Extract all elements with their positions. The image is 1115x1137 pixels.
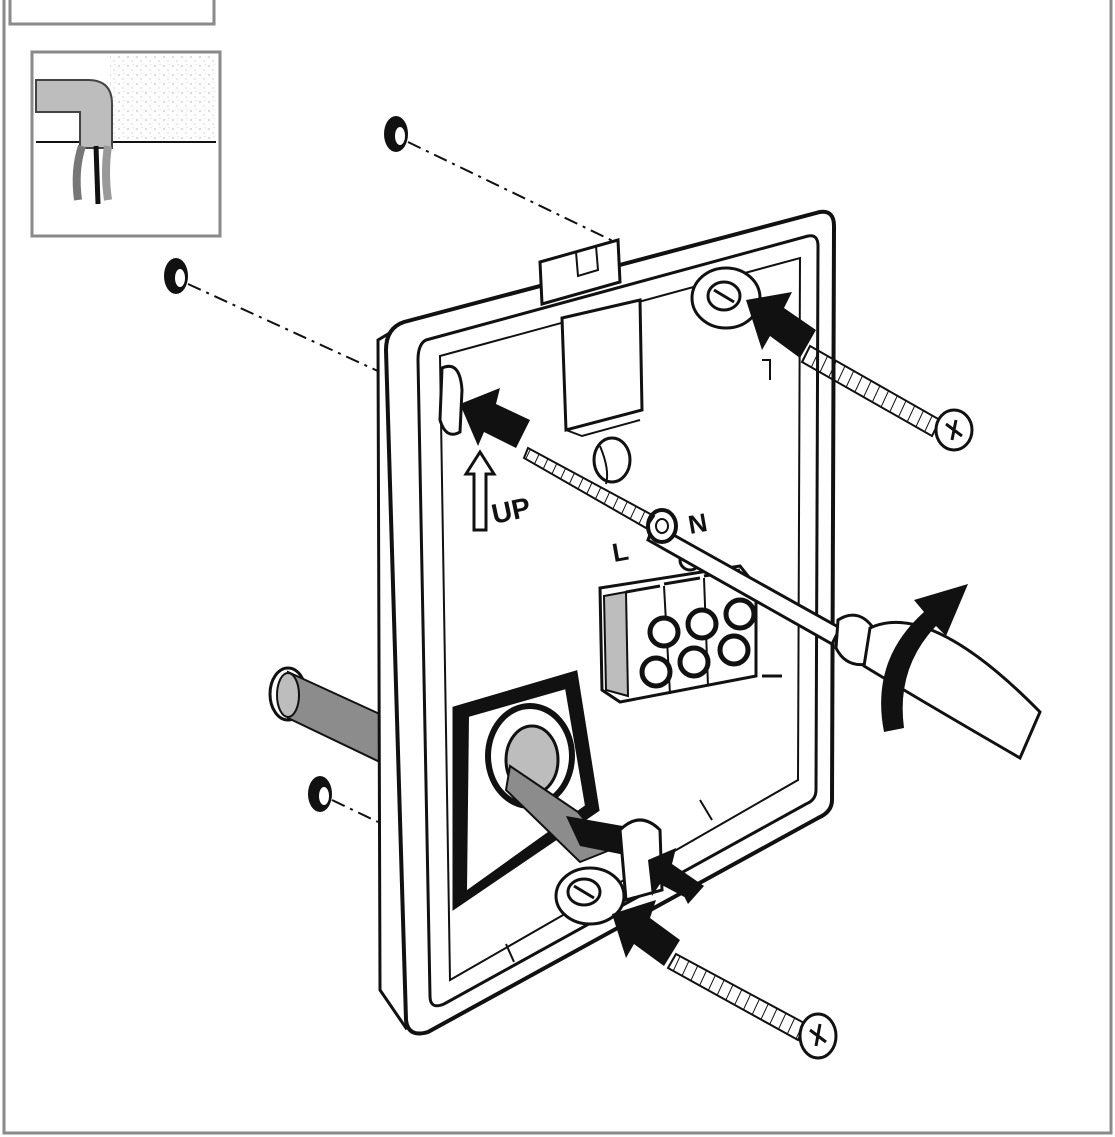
screw-icon — [800, 344, 974, 452]
terminal-screw — [647, 615, 681, 649]
push-arrow-icon — [746, 292, 816, 358]
neutral-terminal-label: N — [686, 507, 710, 540]
push-arrow-icon — [612, 900, 680, 966]
terminal-screw — [639, 655, 673, 689]
wall-plug-middle — [164, 258, 381, 373]
terminal-screw — [685, 607, 719, 641]
up-arrow-icon — [463, 449, 497, 532]
cable-icon — [268, 666, 385, 766]
push-arrow-icon — [460, 388, 530, 448]
live-terminal-label: L — [610, 536, 631, 568]
screw-icon — [522, 446, 656, 530]
wall-plug-bottom — [308, 776, 379, 823]
terminal-block-icon — [598, 548, 758, 704]
screw-icon — [666, 952, 838, 1060]
cable-entry-detail-inset — [30, 50, 222, 238]
push-arrow-icon — [648, 848, 704, 904]
terminal-screw — [717, 633, 751, 667]
terminal-screw — [723, 597, 757, 631]
rotate-arrow-icon — [881, 584, 968, 732]
terminal-screw — [677, 645, 711, 679]
wall-plug-top — [384, 116, 616, 243]
